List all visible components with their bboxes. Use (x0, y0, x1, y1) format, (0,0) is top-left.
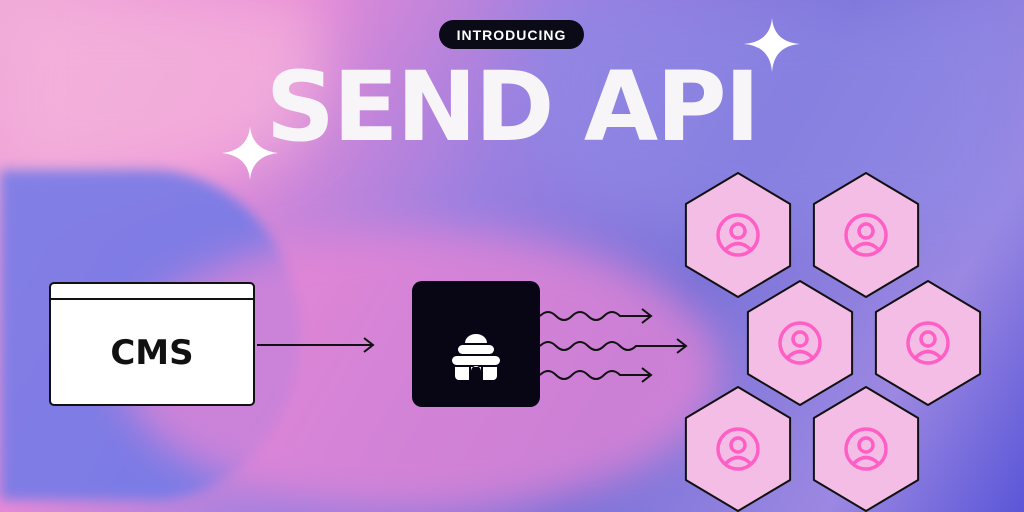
hub-box (412, 281, 540, 407)
recipient-hexagon (812, 386, 920, 512)
beehive-icon (452, 334, 500, 380)
arrow-cms-to-hub (257, 337, 375, 353)
recipient-hexagon (684, 386, 792, 512)
user-circle-icon (778, 321, 822, 365)
recipient-hexagon (684, 172, 792, 298)
recipient-hexagon (874, 280, 982, 406)
user-circle-icon (906, 321, 950, 365)
recipient-hexagon (746, 280, 854, 406)
user-circle-icon (844, 213, 888, 257)
recipient-hexagon (812, 172, 920, 298)
user-circle-icon (716, 213, 760, 257)
window-titlebar (51, 284, 253, 300)
bg-blob (0, 0, 320, 180)
cms-window: CMS (49, 282, 255, 406)
introducing-badge: INTRODUCING (439, 20, 584, 49)
sparkle-icon (222, 18, 800, 180)
user-circle-icon (716, 427, 760, 471)
page-title: SEND API (265, 51, 761, 163)
user-circle-icon (844, 427, 888, 471)
cms-label: CMS (110, 333, 194, 373)
wavy-arrows (539, 308, 688, 383)
